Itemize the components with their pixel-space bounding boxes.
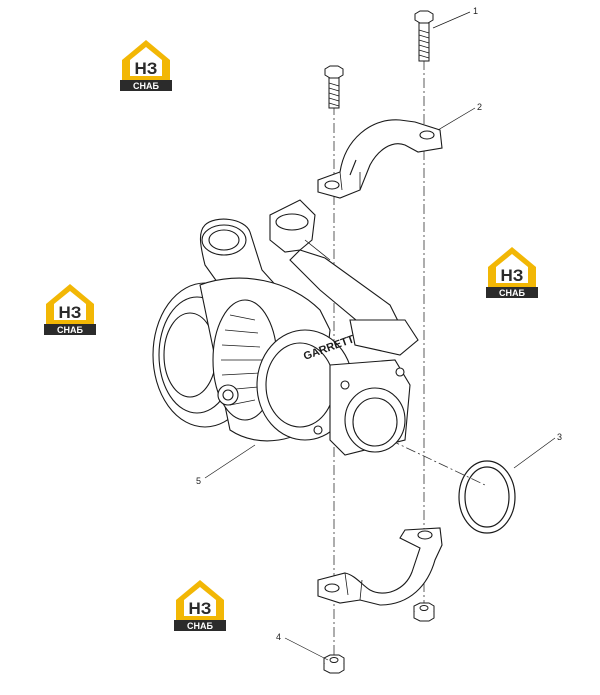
logo-wordmark: СНАБ	[499, 288, 525, 298]
callouts	[204, 11, 556, 661]
logo-mark: НЗ	[501, 266, 524, 285]
callout-5: 5	[196, 476, 201, 486]
lower-clamp	[317, 527, 443, 606]
logo-mark: НЗ	[189, 599, 212, 618]
nut-4	[323, 654, 345, 674]
logo-wordmark: СНАБ	[57, 325, 83, 335]
logo-bottom-left: НЗ СНАБ	[174, 580, 226, 631]
callout-1: 1	[473, 6, 478, 16]
callout-2: 2	[477, 102, 482, 112]
logo-mark: НЗ	[59, 303, 82, 322]
logo-wordmark: СНАБ	[187, 621, 213, 631]
logo-wordmark: СНАБ	[133, 81, 159, 91]
logo-mid-right: НЗ СНАБ	[486, 247, 538, 298]
logo-top-left: НЗ СНАБ	[120, 40, 172, 91]
callout-4: 4	[276, 632, 281, 642]
bolt-1	[414, 10, 434, 62]
logo-mark: НЗ	[135, 59, 158, 78]
logo-mid-left: НЗ СНАБ	[44, 284, 96, 335]
gasket-ring	[458, 460, 516, 534]
nut-right	[413, 602, 435, 622]
callout-3: 3	[557, 432, 562, 442]
bolt-2	[324, 65, 344, 109]
turbocharger: GARRETT POWER	[152, 199, 419, 456]
upper-clamp	[317, 119, 443, 199]
